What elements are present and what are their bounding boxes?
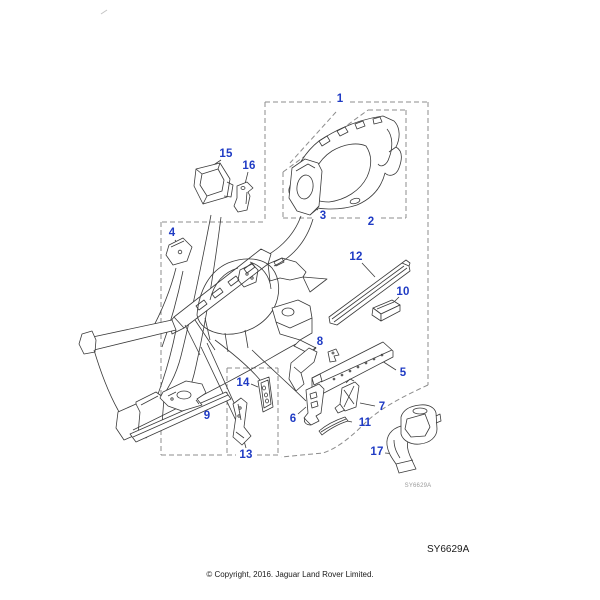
stray-mark [100,9,108,15]
part-callout-9[interactable]: 9 [203,410,211,422]
part-15-drawing [193,162,234,205]
part-9-drawing [159,380,207,412]
copyright-text: © Copyright, 2016. Jaguar Land Rover Lim… [206,570,374,579]
main-assembly-drawing [78,248,328,443]
diagram-code-small: SY6629A [404,483,432,489]
part-callout-11[interactable]: 11 [358,417,372,429]
part-callout-1[interactable]: 1 [336,93,344,105]
part-callout-15[interactable]: 15 [219,148,233,160]
part-callout-14[interactable]: 14 [236,377,250,389]
part-callout-7[interactable]: 7 [378,401,386,413]
part-14-drawing [257,376,274,413]
part-callout-12[interactable]: 12 [349,251,363,263]
part-drawings [78,115,442,474]
part-callout-5[interactable]: 5 [399,367,407,379]
part-16-drawing [233,181,254,213]
part-callout-10[interactable]: 10 [396,286,410,298]
part-10-drawing [371,299,401,322]
part-11-drawing [318,416,349,436]
part-6-drawing [303,383,325,426]
part-callout-6[interactable]: 6 [289,413,297,425]
part-13-drawing [232,397,252,446]
part-callout-3[interactable]: 3 [319,210,327,222]
part-callout-17[interactable]: 17 [370,446,384,458]
part-3-drawing [288,158,323,216]
part-callout-16[interactable]: 16 [242,160,256,172]
part-callout-8[interactable]: 8 [316,336,324,348]
part-17-drawing [386,404,442,474]
part-8-drawing [288,347,340,392]
part-7-drawing [334,378,360,414]
part-callout-13[interactable]: 13 [239,449,253,461]
part-callout-2[interactable]: 2 [367,216,375,228]
part-12-drawing [328,259,411,326]
diagram-code-large: SY6629A [427,544,470,555]
part-callout-4[interactable]: 4 [168,227,176,239]
part-4-drawing [165,237,193,266]
